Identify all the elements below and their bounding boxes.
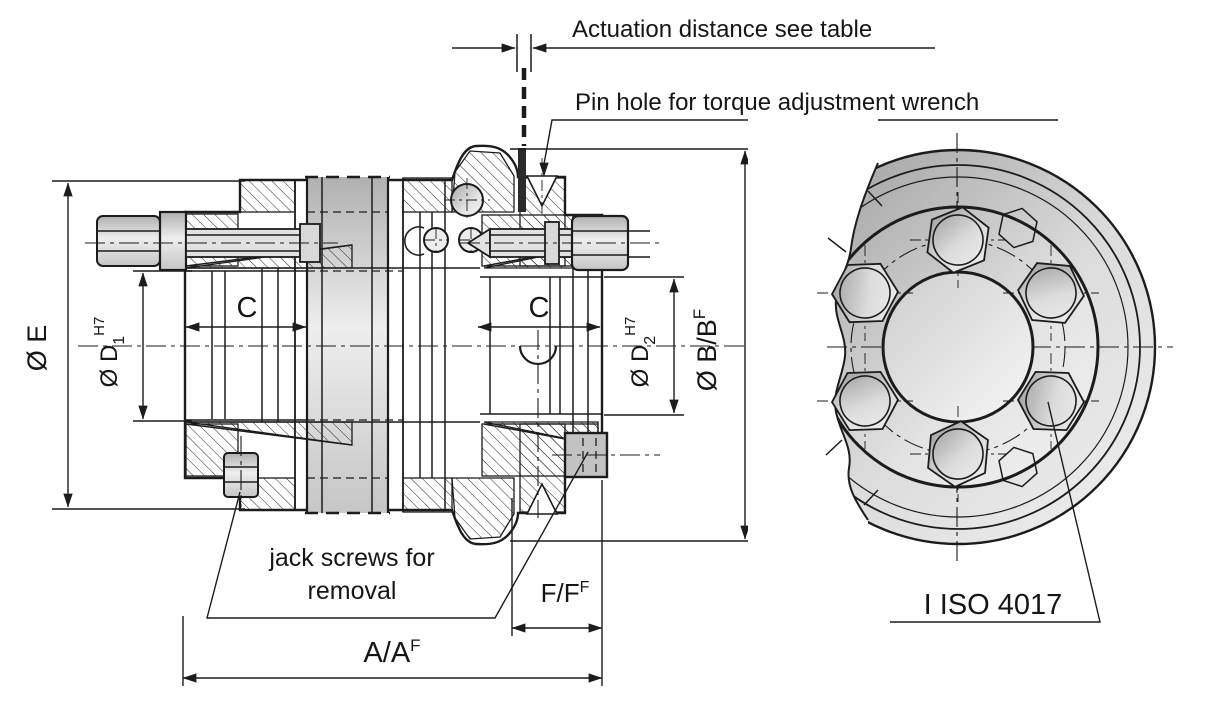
callout-jack-screws: jack screws for removal — [206, 451, 589, 619]
rear-bolts — [998, 207, 1038, 488]
hex-bolt — [1003, 245, 1099, 341]
dimension-diameter-d2: Ø D2H7 — [604, 276, 684, 416]
side-section-view — [78, 34, 772, 546]
break-tick-marks — [825, 190, 883, 506]
dimension-f: F/FF — [511, 480, 603, 686]
spring-pocket — [518, 330, 558, 518]
break-edge — [834, 162, 879, 521]
hex-bolt — [817, 353, 913, 449]
c-right-label: C — [529, 292, 550, 324]
c-left-label: C — [237, 292, 258, 324]
hex-bolt — [910, 192, 1006, 288]
dimension-diameter-b: Ø B/BF — [510, 148, 755, 542]
pin-hole-notch — [525, 158, 559, 515]
diameter-e-label: Ø E — [22, 325, 52, 372]
jack-screws-label-line2: removal — [308, 577, 397, 605]
break-away-mask — [748, 118, 878, 578]
dimension-diameter-e: Ø E — [22, 180, 245, 510]
diameter-b-label: Ø B/BF — [690, 309, 722, 391]
callout-iso-4017: I ISO 4017 — [890, 401, 1101, 623]
hex-bolts — [817, 192, 1099, 502]
left-clamp-bolt — [85, 210, 338, 272]
diameter-d1-label: Ø D1H7 — [91, 317, 128, 388]
front-view: I ISO 4017 — [748, 118, 1173, 623]
dimension-actuation-distance: Actuation distance see table — [452, 16, 935, 53]
dimension-a: A/AF — [182, 616, 603, 686]
jack-screws-label-line1: jack screws for — [268, 544, 434, 572]
hex-bolt — [910, 406, 1006, 502]
pin-hole-label: Pin hole for torque adjustment wrench — [575, 89, 979, 116]
hex-bolt — [1003, 353, 1099, 449]
jack-screw — [223, 436, 259, 507]
actuation-gap-slit — [518, 148, 526, 212]
right-clamp-bolt — [460, 214, 660, 272]
actuation-gap-marks — [516, 34, 532, 146]
actuation-distance-label: Actuation distance see table — [572, 16, 872, 43]
callout-pin-hole: Pin hole for torque adjustment wrench — [539, 89, 1058, 177]
dimension-diameter-d1: Ø D1H7 — [91, 270, 192, 422]
jack-screw-boss — [552, 431, 660, 479]
iso-4017-label: I ISO 4017 — [924, 589, 1063, 621]
diameter-d2-label: Ø D2H7 — [622, 317, 659, 388]
hex-bolt — [817, 245, 913, 341]
dimension-c-left: C — [185, 292, 307, 332]
dimension-c-right: C — [477, 292, 601, 332]
center-bore — [881, 270, 1035, 424]
f-label: F/FF — [541, 578, 590, 608]
a-label: A/AF — [363, 636, 420, 669]
